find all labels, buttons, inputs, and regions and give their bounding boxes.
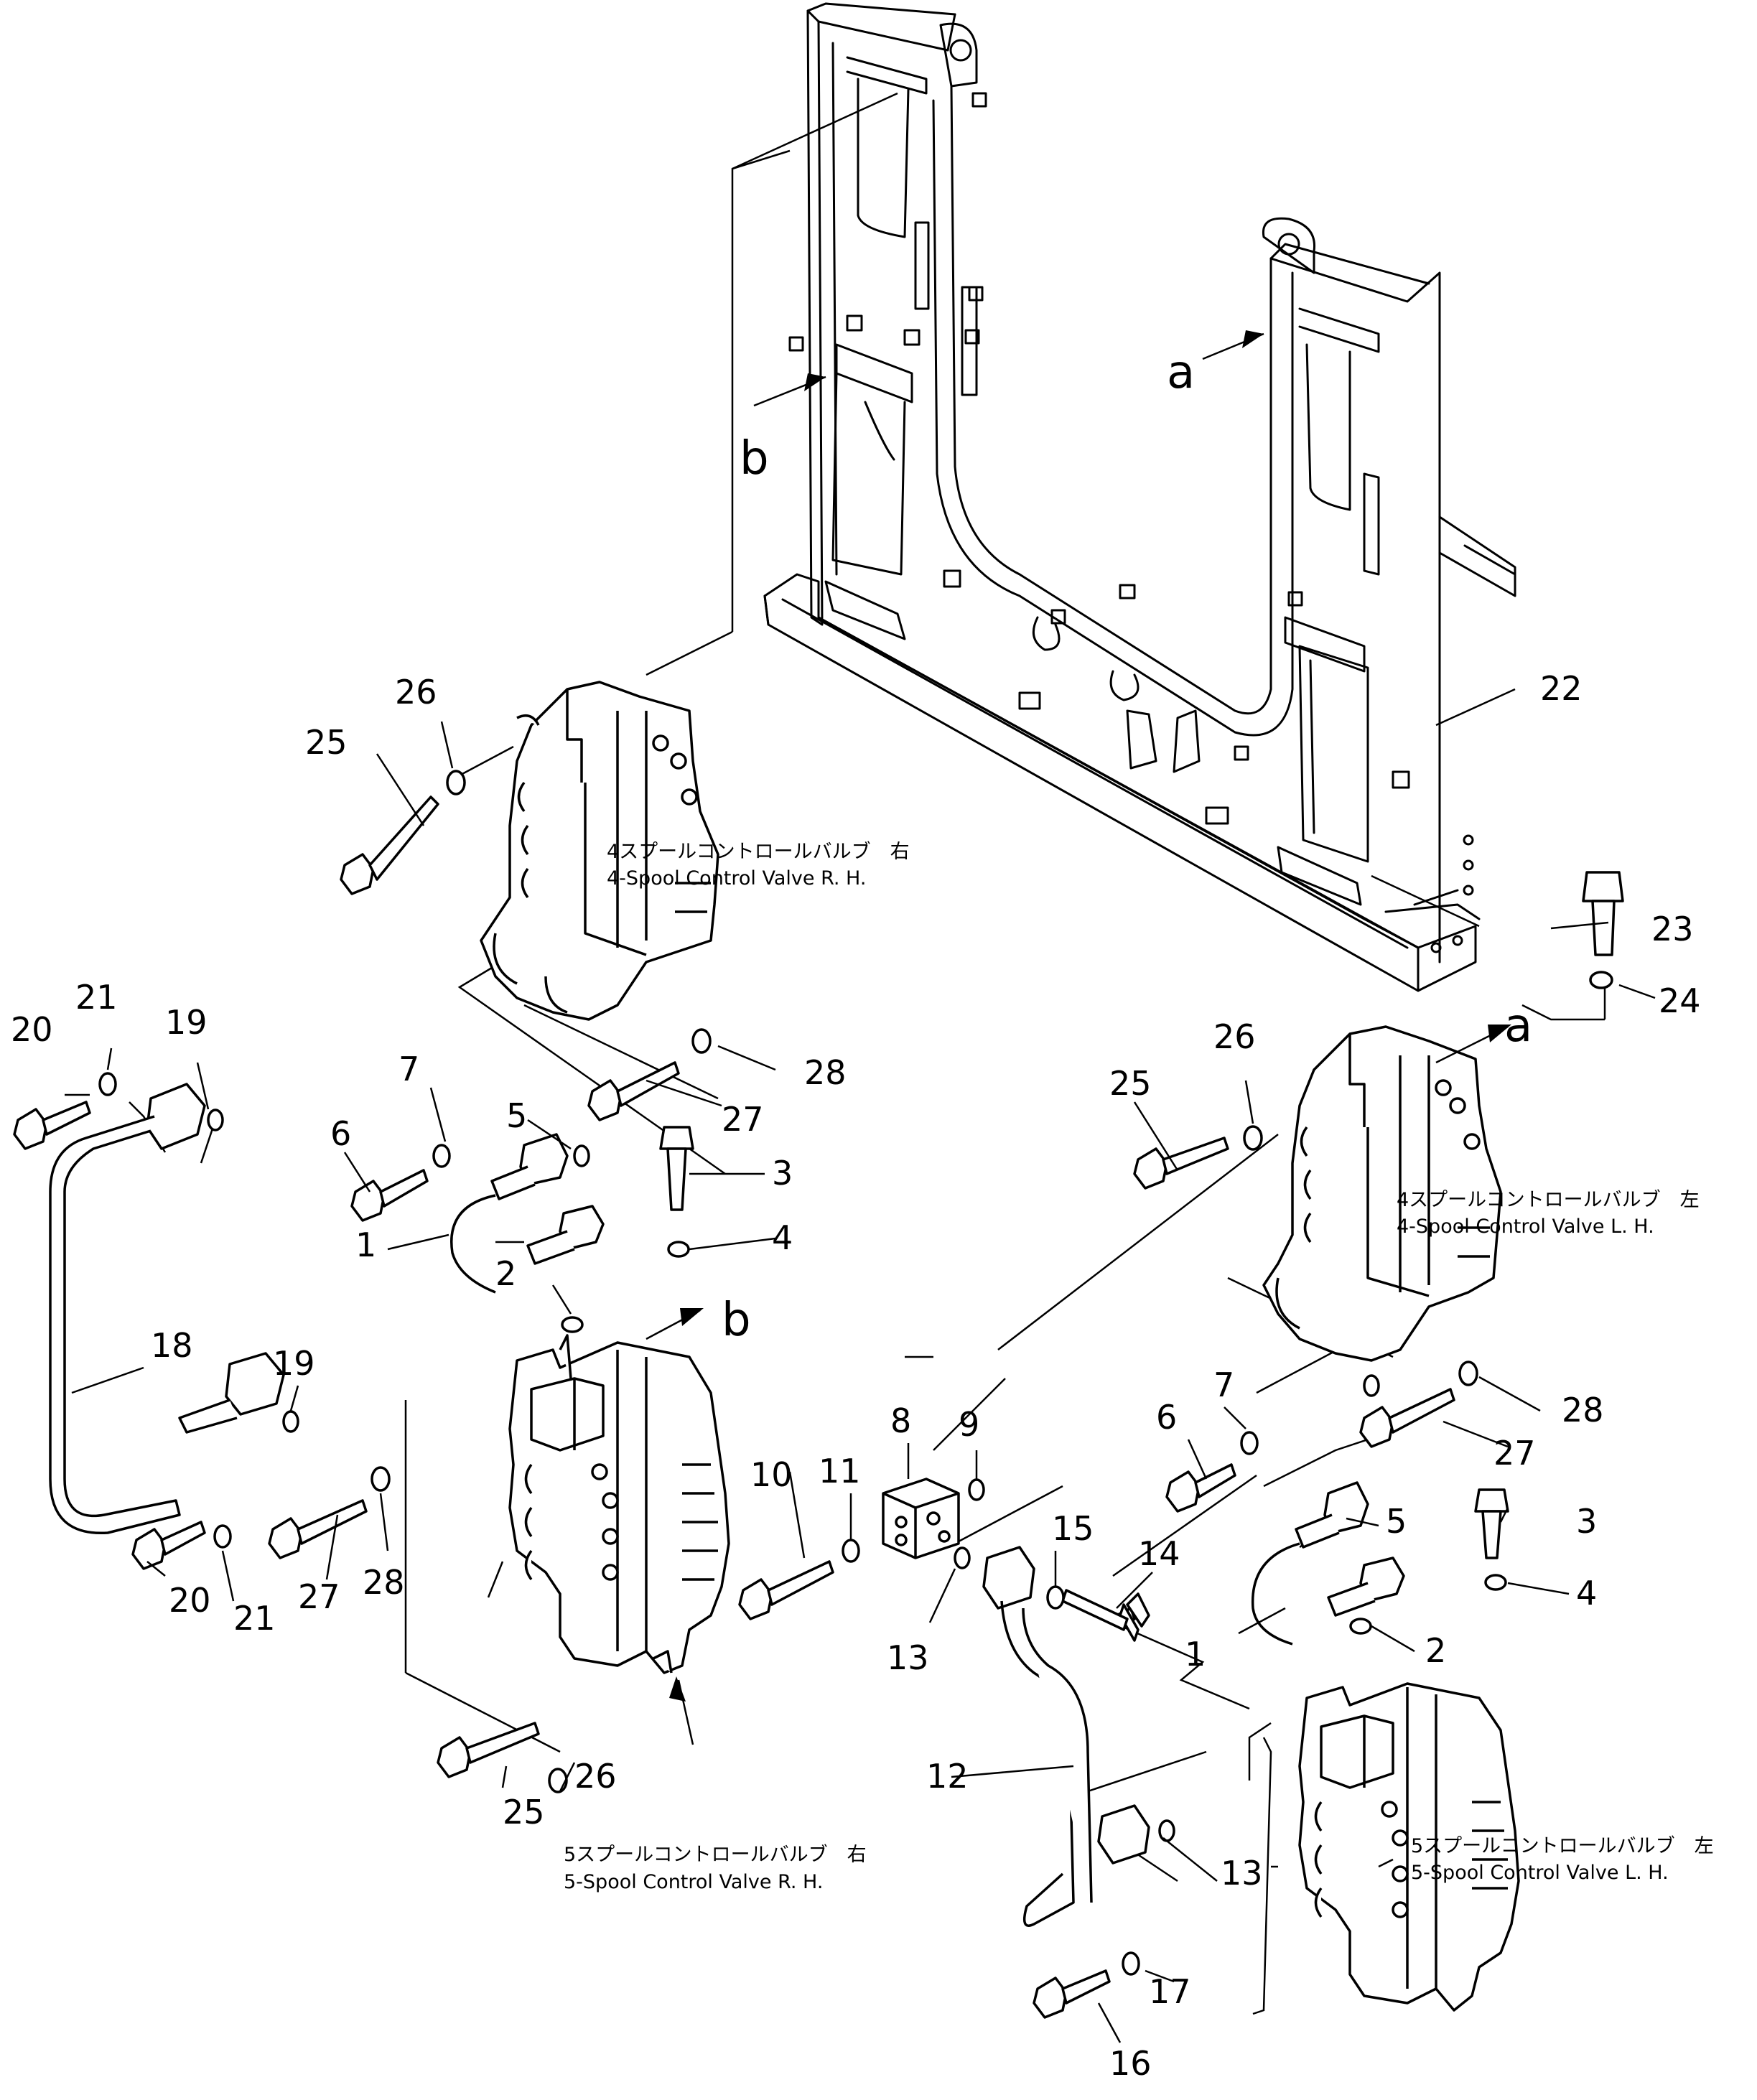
callout-2: 2 bbox=[495, 1254, 516, 1293]
callout-14: 14 bbox=[1138, 1534, 1180, 1573]
valve-mounting-frame bbox=[763, 2, 1516, 992]
label-4-spool-lh-en: 4-Spool Control Valve L. H. bbox=[1397, 1215, 1654, 1238]
callout-16: 16 bbox=[1109, 2044, 1152, 2083]
valve-4-spool-rh bbox=[480, 681, 719, 1021]
callout-20: 20 bbox=[11, 1010, 53, 1049]
callout-21: 21 bbox=[233, 1599, 276, 1638]
callout-28: 28 bbox=[1562, 1391, 1604, 1429]
ref-letter-b-mid: b bbox=[722, 1294, 751, 1347]
callout-13: 13 bbox=[1221, 1854, 1263, 1893]
label-5-spool-lh-en: 5-Spool Control Valve L. H. bbox=[1411, 1862, 1669, 1884]
callout-6: 6 bbox=[1156, 1398, 1177, 1437]
callout-26: 26 bbox=[395, 673, 437, 711]
callout-28: 28 bbox=[363, 1563, 405, 1602]
callout-5: 5 bbox=[506, 1096, 527, 1135]
callout-numbers: 25 26 22 23 24 25 26 28 27 28 27 20 21 1… bbox=[11, 669, 1701, 2083]
callout-24: 24 bbox=[1659, 981, 1701, 1020]
reference-letters: a b a b bbox=[722, 346, 1532, 1347]
valve-5-spool-lh bbox=[1298, 1682, 1520, 2012]
callout-2: 2 bbox=[1425, 1631, 1446, 1670]
callout-25: 25 bbox=[503, 1793, 545, 1831]
callout-13: 13 bbox=[887, 1638, 929, 1677]
callout-20: 20 bbox=[169, 1581, 211, 1620]
callout-27: 27 bbox=[722, 1100, 764, 1139]
callout-4: 4 bbox=[1576, 1574, 1597, 1613]
callout-26: 26 bbox=[1213, 1017, 1256, 1056]
bolts bbox=[13, 795, 1624, 2019]
label-4-spool-lh-jp: 4スプールコントロールバルブ 左 bbox=[1397, 1189, 1700, 1211]
callout-5: 5 bbox=[1386, 1502, 1407, 1541]
callout-7: 7 bbox=[399, 1050, 419, 1088]
callout-leaders bbox=[65, 688, 1656, 2043]
ref-letter-a-mid: a bbox=[1504, 999, 1532, 1053]
callout-26: 26 bbox=[574, 1757, 617, 1796]
callout-1: 1 bbox=[355, 1226, 376, 1264]
callout-6: 6 bbox=[330, 1114, 351, 1153]
callout-19: 19 bbox=[165, 1003, 208, 1042]
callout-17: 17 bbox=[1149, 1972, 1191, 2011]
valve-4-spool-lh bbox=[1262, 1025, 1502, 1362]
callout-15: 15 bbox=[1052, 1509, 1094, 1548]
callout-27: 27 bbox=[1493, 1434, 1536, 1473]
callout-25: 25 bbox=[305, 723, 348, 762]
label-5-spool-lh-jp: 5スプールコントロールバルブ 左 bbox=[1411, 1835, 1714, 1857]
callout-23: 23 bbox=[1651, 910, 1694, 948]
callout-28: 28 bbox=[804, 1053, 847, 1092]
callout-27: 27 bbox=[298, 1577, 340, 1616]
callout-8: 8 bbox=[890, 1401, 911, 1440]
callout-18: 18 bbox=[151, 1326, 193, 1365]
valve-labels: 4スプールコントロールバルブ 右 4-Spool Control Valve R… bbox=[564, 841, 1714, 1893]
valve-5-spool-rh bbox=[508, 1334, 730, 1674]
callout-3: 3 bbox=[772, 1154, 793, 1193]
callout-19: 19 bbox=[273, 1344, 315, 1383]
label-5-spool-rh-en: 5-Spool Control Valve R. H. bbox=[564, 1871, 823, 1893]
callout-9: 9 bbox=[959, 1405, 979, 1444]
ref-letter-b-top: b bbox=[740, 432, 769, 485]
label-4-spool-rh-jp: 4スプールコントロールバルブ 右 bbox=[607, 841, 910, 863]
callout-11: 11 bbox=[819, 1452, 861, 1490]
callout-25: 25 bbox=[1109, 1064, 1152, 1103]
label-4-spool-rh-en: 4-Spool Control Valve R. H. bbox=[607, 867, 866, 890]
callout-1: 1 bbox=[1185, 1635, 1206, 1674]
callout-3: 3 bbox=[1576, 1502, 1597, 1541]
callout-10: 10 bbox=[750, 1455, 793, 1494]
ref-letter-a-top: a bbox=[1167, 346, 1195, 399]
callout-4: 4 bbox=[772, 1218, 793, 1257]
callout-7: 7 bbox=[1213, 1366, 1234, 1404]
label-5-spool-rh-jp: 5スプールコントロールバルブ 右 bbox=[564, 1844, 867, 1866]
reference-arrows bbox=[646, 330, 1511, 1745]
callout-22: 22 bbox=[1540, 669, 1583, 708]
callout-21: 21 bbox=[75, 978, 118, 1017]
washers-and-orings bbox=[98, 770, 1613, 1976]
callout-12: 12 bbox=[926, 1757, 969, 1796]
